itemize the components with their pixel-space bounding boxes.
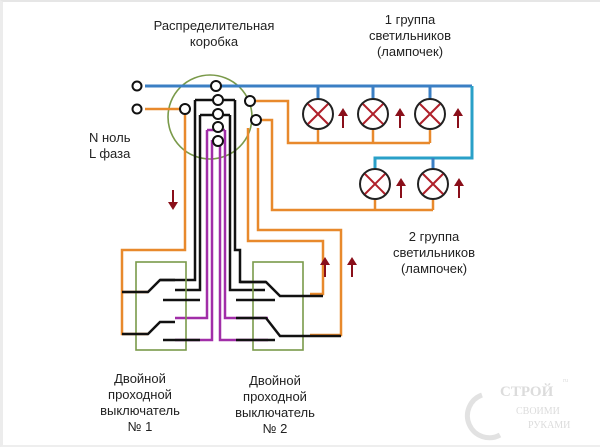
phase-label: L фаза [89, 146, 131, 161]
terminals [131, 80, 262, 147]
lamp [302, 98, 334, 130]
group1-label: 1 группа светильников (лампочек) [368, 12, 452, 59]
lamp-group-1 [302, 98, 446, 130]
arrow-up-icon [453, 108, 463, 128]
arrow-up-icon [338, 108, 348, 128]
watermark-logo: СТРОЙ СВОИМИ РУКАМИ ru [464, 378, 570, 441]
watermark-small: ru [563, 378, 568, 384]
switch2-label: Двойной проходной выключатель № 2 [235, 373, 315, 436]
group2-label: 2 группа светильников (лампочек) [392, 229, 476, 276]
watermark-line1: СТРОЙ [500, 383, 554, 400]
arrow-up-icon [347, 257, 357, 277]
lamp [417, 168, 449, 200]
junction-box-circle [167, 74, 253, 160]
lamp-group-2 [359, 168, 449, 200]
arrow-up-icon [395, 108, 405, 128]
traveler-wires-purple [175, 128, 268, 342]
lamp [359, 168, 391, 200]
arrow-up-icon [454, 178, 464, 198]
arrow-down-icon [168, 190, 178, 210]
switch-1 [122, 261, 200, 351]
junction-box-label: Распределительная коробка [153, 18, 275, 49]
switch1-label: Двойной проходной выключатель № 1 [100, 371, 180, 434]
lamp [357, 98, 389, 130]
watermark-line3: РУКАМИ [528, 420, 570, 431]
arrow-up-icon [396, 178, 406, 198]
neutral-phase-legend: N ноль L фаза [89, 130, 130, 162]
arrow-up-icon [320, 257, 330, 277]
watermark-line2: СВОИМИ [516, 406, 560, 417]
lamp [414, 98, 446, 130]
switch-2 [236, 261, 341, 351]
neutral-wire [145, 84, 474, 170]
current-arrows [168, 108, 464, 277]
neutral-label: N ноль [89, 130, 131, 145]
